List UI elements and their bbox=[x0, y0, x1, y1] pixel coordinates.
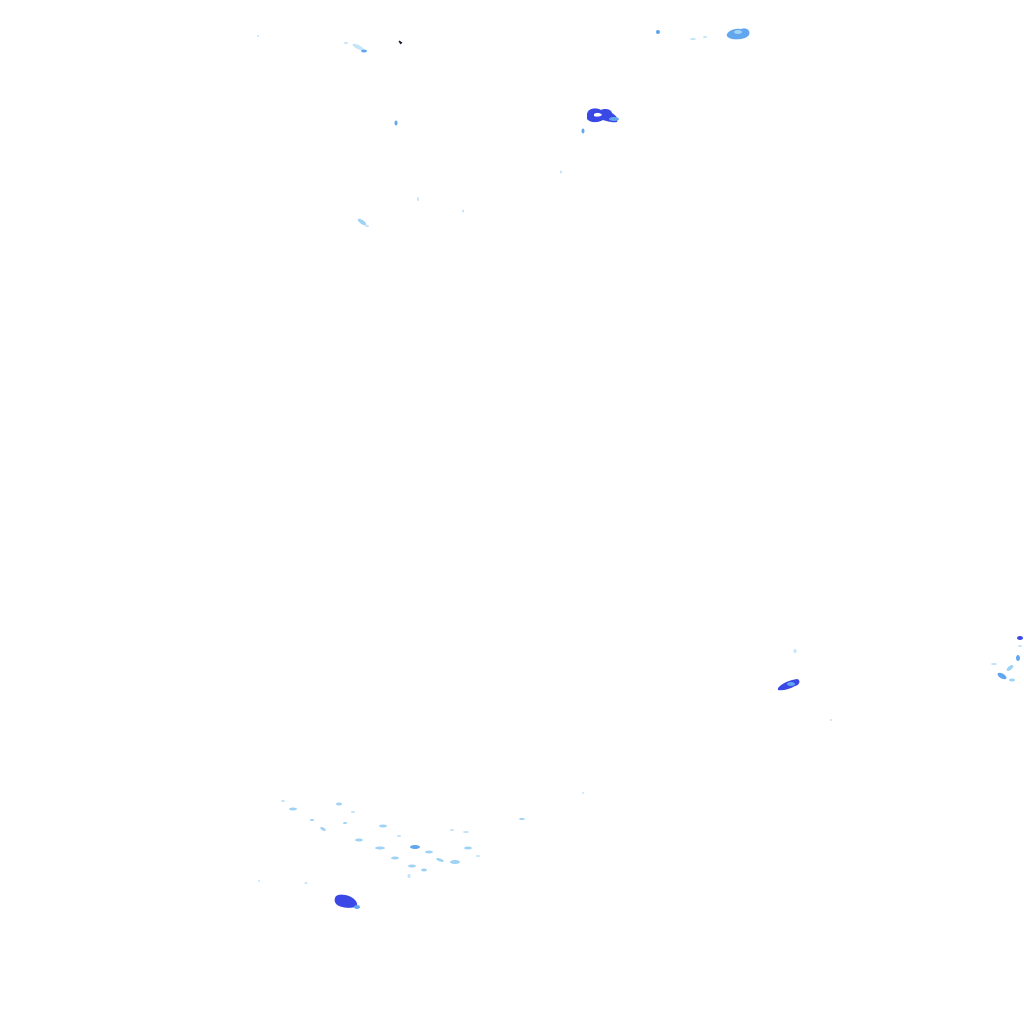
echo-blob bbox=[560, 170, 562, 174]
echo-blob bbox=[462, 209, 464, 213]
echo-blob bbox=[410, 845, 420, 849]
echo-blob bbox=[464, 846, 472, 850]
echo-blob bbox=[357, 218, 367, 226]
echo-cluster-north-west bbox=[257, 35, 464, 227]
echo-blob bbox=[304, 882, 308, 884]
echo-blob bbox=[397, 835, 401, 837]
echo-cluster-north-east bbox=[656, 28, 750, 40]
echo-blob bbox=[379, 824, 387, 828]
echo-blob bbox=[361, 49, 367, 53]
echo-blob bbox=[436, 858, 444, 862]
echo-blob bbox=[417, 197, 419, 201]
echo-cell-north-center bbox=[560, 108, 619, 174]
echo-blob bbox=[336, 802, 342, 806]
echo-blob bbox=[407, 874, 411, 878]
echo-cell-east-center bbox=[778, 649, 832, 721]
echo-blob bbox=[793, 649, 797, 653]
echo-blob bbox=[450, 860, 460, 864]
echo-blob bbox=[582, 792, 584, 794]
echo-blob bbox=[351, 811, 355, 813]
echo-blob bbox=[997, 672, 1007, 680]
echo-blob bbox=[1009, 678, 1015, 682]
echo-blob bbox=[394, 120, 398, 126]
echo-blob bbox=[258, 880, 260, 882]
echo-blob bbox=[581, 128, 585, 134]
echo-blob bbox=[690, 38, 696, 40]
echo-blob bbox=[408, 864, 416, 868]
echo-blob bbox=[289, 807, 297, 811]
echo-blob bbox=[787, 682, 795, 686]
echo-cell-south-west bbox=[258, 880, 360, 909]
echo-blob bbox=[352, 43, 364, 51]
echo-blob bbox=[257, 35, 259, 37]
echo-cluster-east-edge bbox=[991, 636, 1023, 682]
echo-blob bbox=[355, 838, 363, 842]
echo-blob bbox=[425, 850, 433, 854]
echo-blob bbox=[281, 800, 285, 802]
echo-blob bbox=[320, 827, 326, 831]
echo-blob bbox=[365, 225, 369, 227]
echo-blob bbox=[476, 855, 480, 857]
echo-blob bbox=[703, 36, 707, 38]
echo-speck bbox=[398, 40, 403, 45]
echo-core-gap bbox=[594, 112, 602, 117]
echo-blob bbox=[1006, 665, 1014, 671]
echo-blob bbox=[334, 894, 358, 908]
echo-blob bbox=[1018, 645, 1022, 647]
echo-blob bbox=[656, 30, 660, 34]
echo-blob bbox=[830, 719, 832, 721]
echo-blob bbox=[734, 30, 742, 34]
echo-blob bbox=[310, 819, 314, 821]
echo-blob bbox=[609, 117, 619, 121]
echo-blob bbox=[1017, 636, 1023, 640]
echo-blob bbox=[375, 846, 385, 850]
echo-blob bbox=[354, 905, 360, 909]
echo-blob bbox=[519, 818, 525, 820]
echo-blob bbox=[391, 856, 399, 860]
echo-blob bbox=[344, 42, 348, 44]
echo-blob bbox=[450, 829, 454, 831]
echo-blob bbox=[421, 868, 427, 872]
echo-band-south-west bbox=[281, 792, 584, 878]
echo-blob bbox=[1016, 655, 1020, 661]
echo-blob bbox=[463, 831, 469, 833]
echo-blob bbox=[991, 663, 997, 665]
echo-blob bbox=[343, 822, 347, 824]
